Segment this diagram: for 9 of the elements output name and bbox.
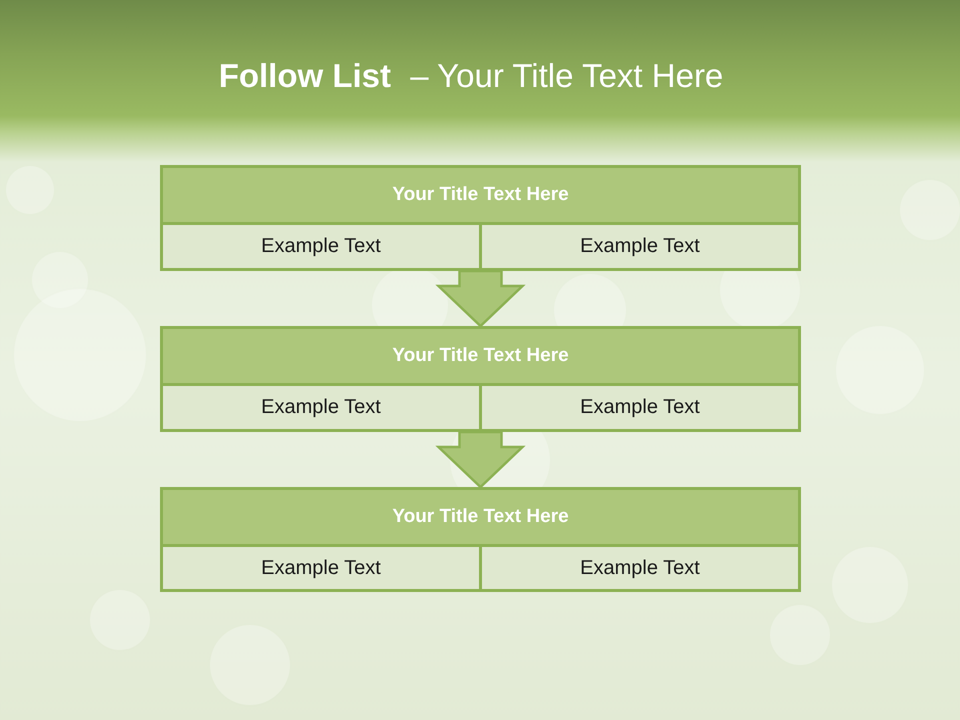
list-table xyxy=(160,165,801,271)
list-table xyxy=(160,487,801,592)
table-header: Your Title Text Here xyxy=(163,329,798,386)
block-arrow xyxy=(435,270,526,328)
block-arrow xyxy=(435,430,526,489)
table-header: Your Title Text Here xyxy=(163,168,798,225)
list-table xyxy=(160,326,801,432)
slide-title: Follow List – Your Title Text Here xyxy=(218,57,724,94)
table-header: Your Title Text Here xyxy=(163,490,798,547)
